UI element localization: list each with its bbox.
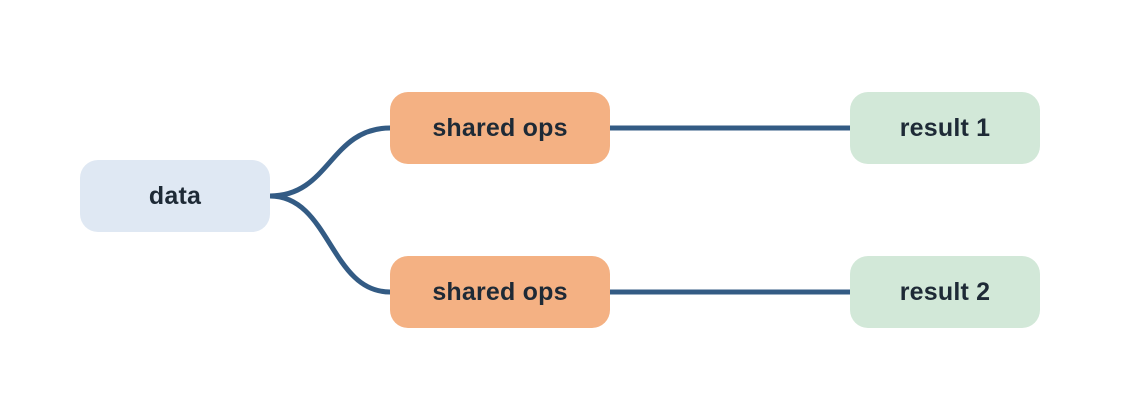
result-1-node-label: result 1 — [899, 113, 991, 142]
shared-ops-node-2-label: shared ops — [432, 277, 568, 306]
data-node-label: data — [148, 181, 202, 210]
result-2-node-label: result 2 — [899, 277, 991, 306]
shared-ops-node-1: shared ops — [390, 92, 610, 164]
result-1-node: result 1 — [850, 92, 1040, 164]
data-node: data — [80, 160, 270, 232]
shared-ops-node-2: shared ops — [390, 256, 610, 328]
result-2-node: result 2 — [850, 256, 1040, 328]
edge-data-to-shared-ops-1 — [267, 125, 393, 199]
shared-ops-node-1-label: shared ops — [432, 113, 568, 142]
edge-data-to-shared-ops-2 — [267, 193, 393, 295]
